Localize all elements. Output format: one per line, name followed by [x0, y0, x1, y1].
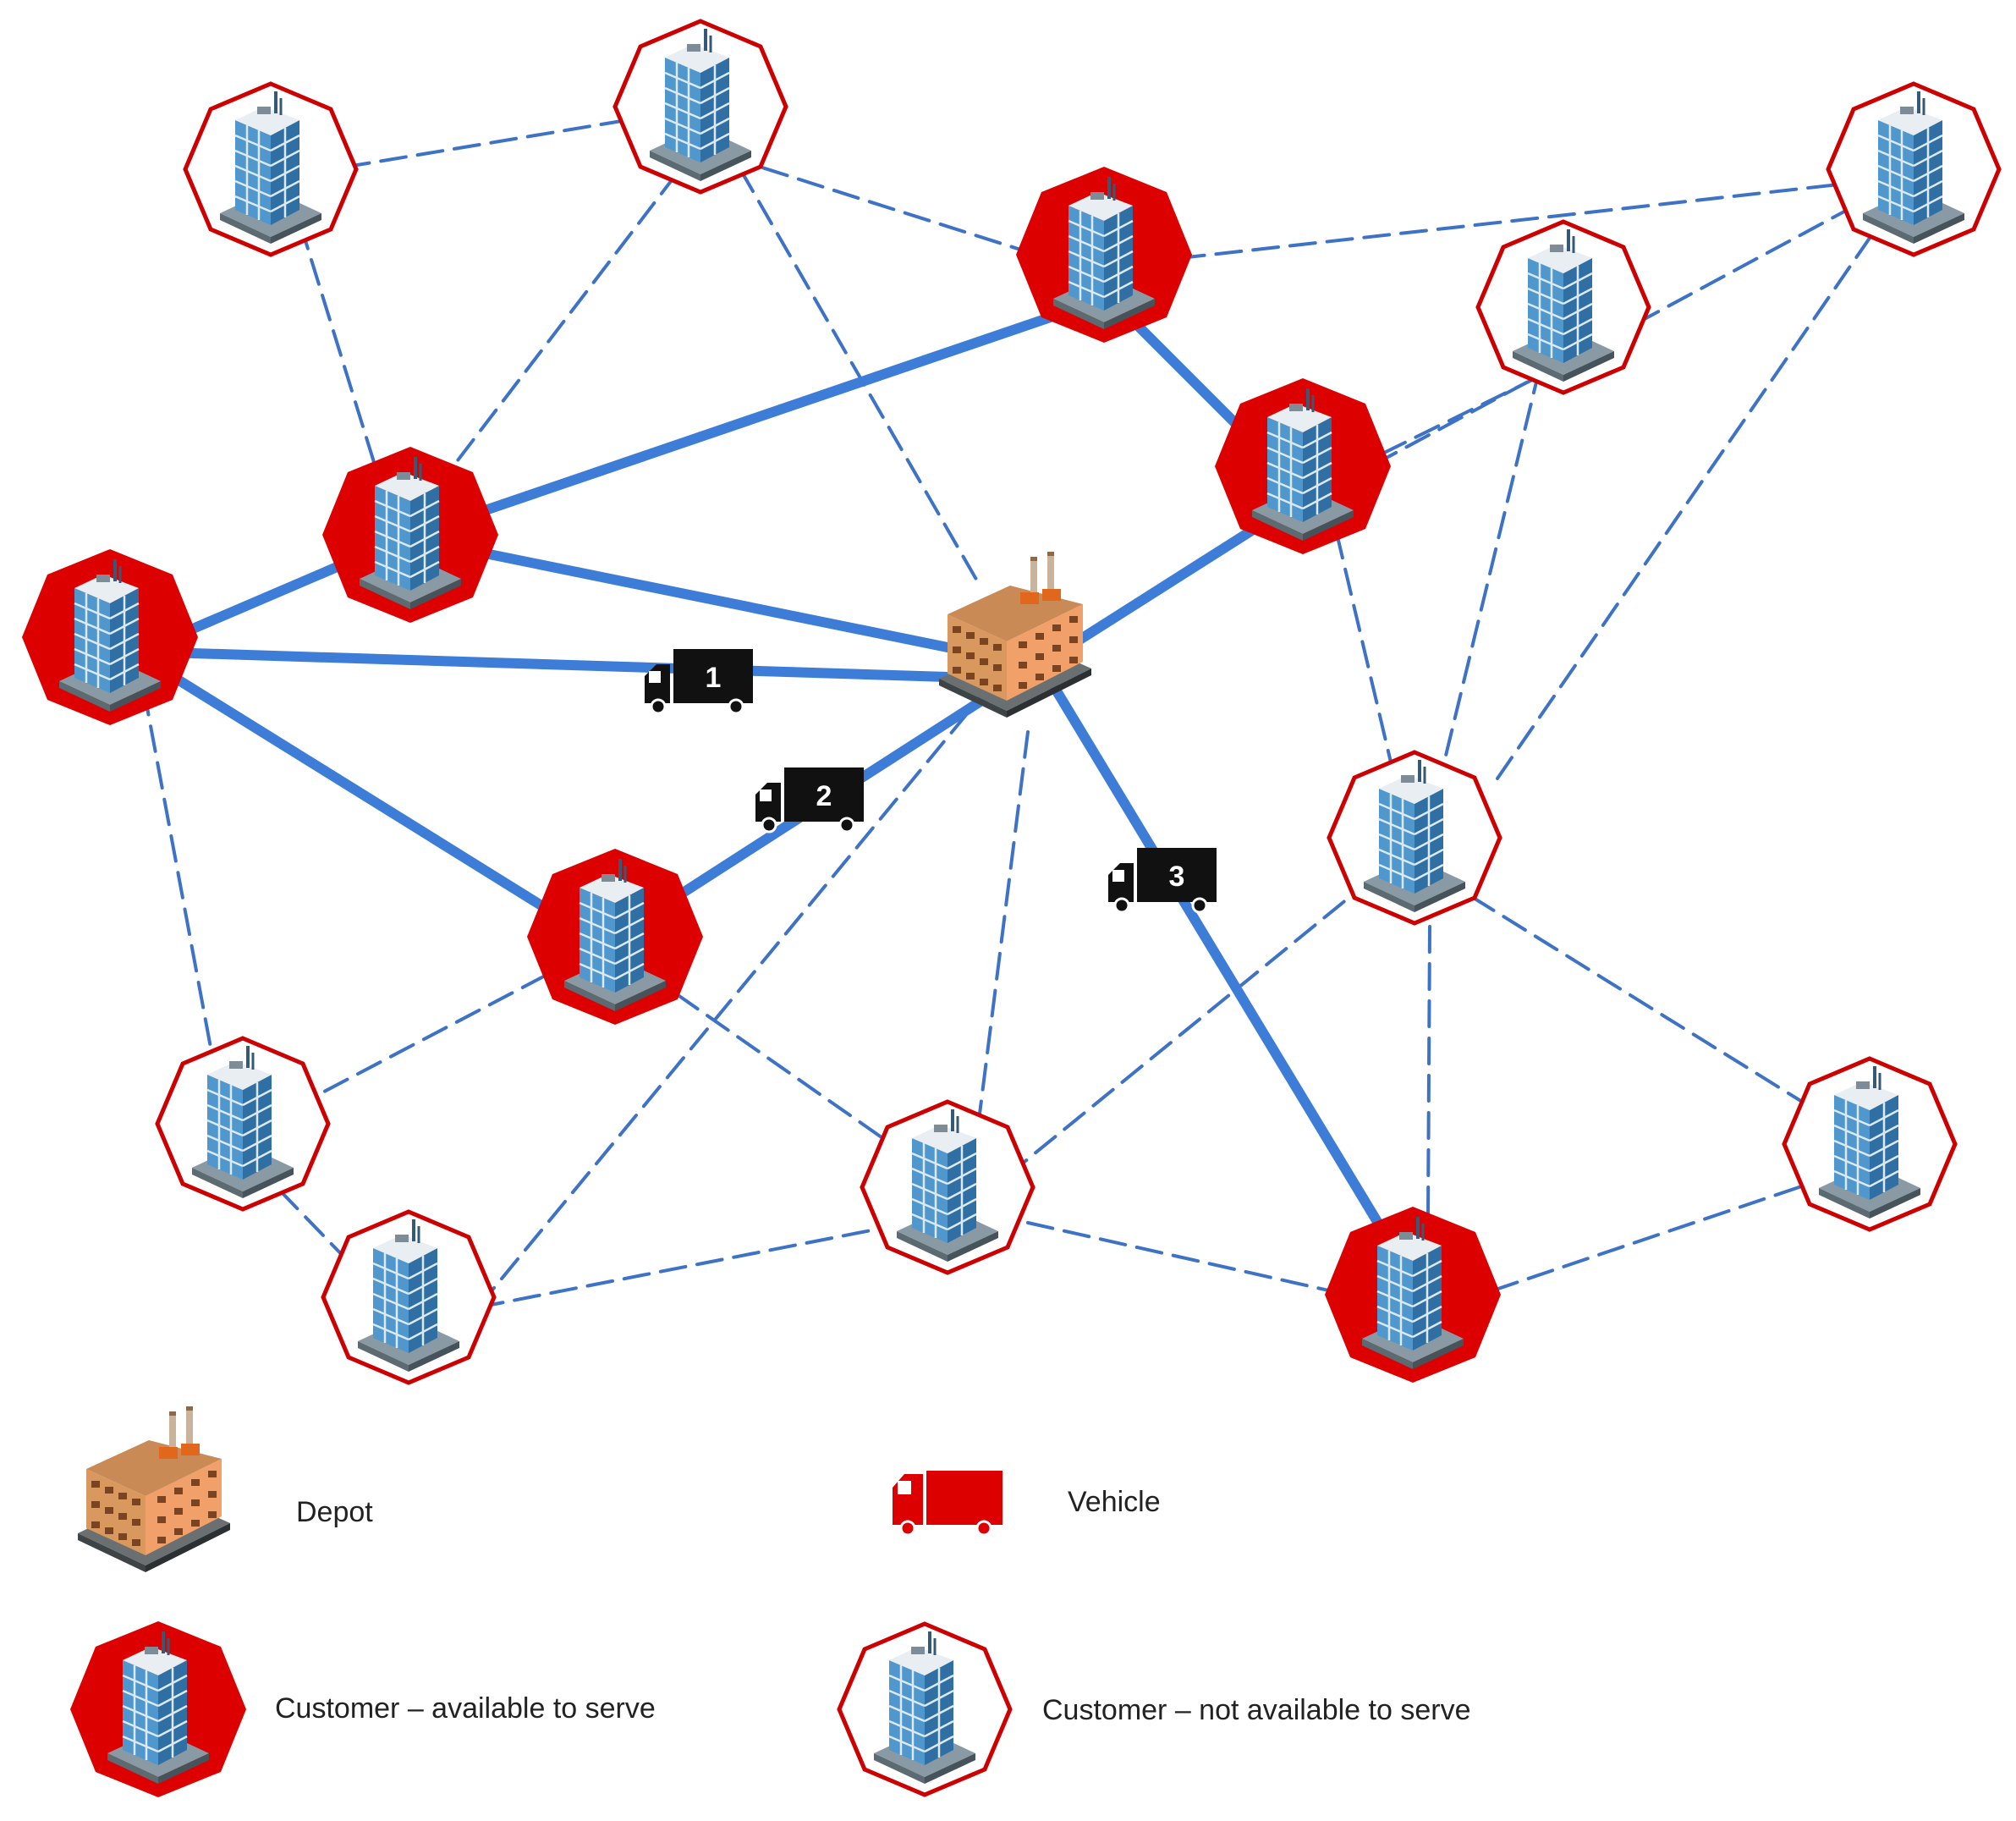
truck-1: 1 — [643, 647, 755, 715]
customer-unavailable — [1475, 219, 1651, 395]
customer-nodes — [22, 19, 2002, 1385]
dashed-edge — [299, 223, 382, 486]
customer-available — [322, 447, 498, 623]
dashed-edge — [1140, 176, 1901, 264]
legend-available-icon — [70, 1621, 246, 1797]
dashed-edge — [1426, 925, 1431, 1220]
customer-unavailable — [183, 81, 359, 257]
truck-2: 2 — [754, 766, 865, 833]
legend-available-label: Customer – available to serve — [275, 1692, 656, 1725]
legend-unavailable-label: Customer – not available to serve — [1042, 1694, 1470, 1726]
dashed-edge — [1496, 206, 1892, 780]
dashed-edge — [1005, 878, 1372, 1178]
customer-unavailable — [321, 1209, 497, 1385]
truck-3: 3 — [1107, 846, 1218, 914]
customer-available — [1325, 1207, 1501, 1383]
customer-available — [22, 549, 198, 725]
dashed-edge — [975, 730, 1030, 1136]
dashed-edge — [476, 1225, 890, 1309]
dashed-edge — [290, 971, 552, 1110]
dashed-edge — [252, 1162, 374, 1288]
truck-2-label: 2 — [816, 780, 832, 812]
route-segment — [401, 532, 953, 652]
dashed-edge — [1491, 1175, 1833, 1292]
dashed-edge — [1470, 895, 1808, 1106]
customer-unavailable — [1327, 750, 1502, 926]
customer-unavailable — [1782, 1056, 1958, 1232]
route-segment — [135, 651, 580, 932]
legend-unavailable-icon — [837, 1621, 1013, 1797]
customer-unavailable — [1826, 81, 2002, 257]
dashed-edge — [476, 705, 975, 1309]
route-segment — [1048, 680, 1414, 1279]
customer-unavailable — [612, 19, 788, 195]
dashed-edge — [1436, 366, 1541, 789]
dashed-edge — [442, 172, 678, 480]
customer-available — [527, 849, 703, 1025]
truck-3-label: 3 — [1169, 861, 1185, 893]
legend-depot-label: Depot — [296, 1496, 373, 1528]
customer-unavailable — [860, 1099, 1035, 1275]
customer-available — [1016, 167, 1192, 343]
dashed-edge — [142, 688, 217, 1076]
customer-available — [1215, 378, 1391, 554]
dashed-edge — [1026, 1221, 1368, 1301]
legend: Depot Vehicle Customer – available to se… — [70, 1406, 1470, 1797]
depot — [939, 552, 1091, 718]
customer-unavailable — [155, 1036, 331, 1212]
legend-depot-icon — [78, 1406, 230, 1572]
truck-1-label: 1 — [706, 662, 722, 694]
dashed-edge — [1335, 531, 1393, 767]
legend-vehicle-label: Vehicle — [1068, 1486, 1161, 1518]
route-segment — [135, 646, 953, 682]
route-segment — [401, 295, 1105, 542]
legend-vehicle-icon — [893, 1471, 1003, 1537]
vehicle-routes — [135, 283, 1414, 1279]
